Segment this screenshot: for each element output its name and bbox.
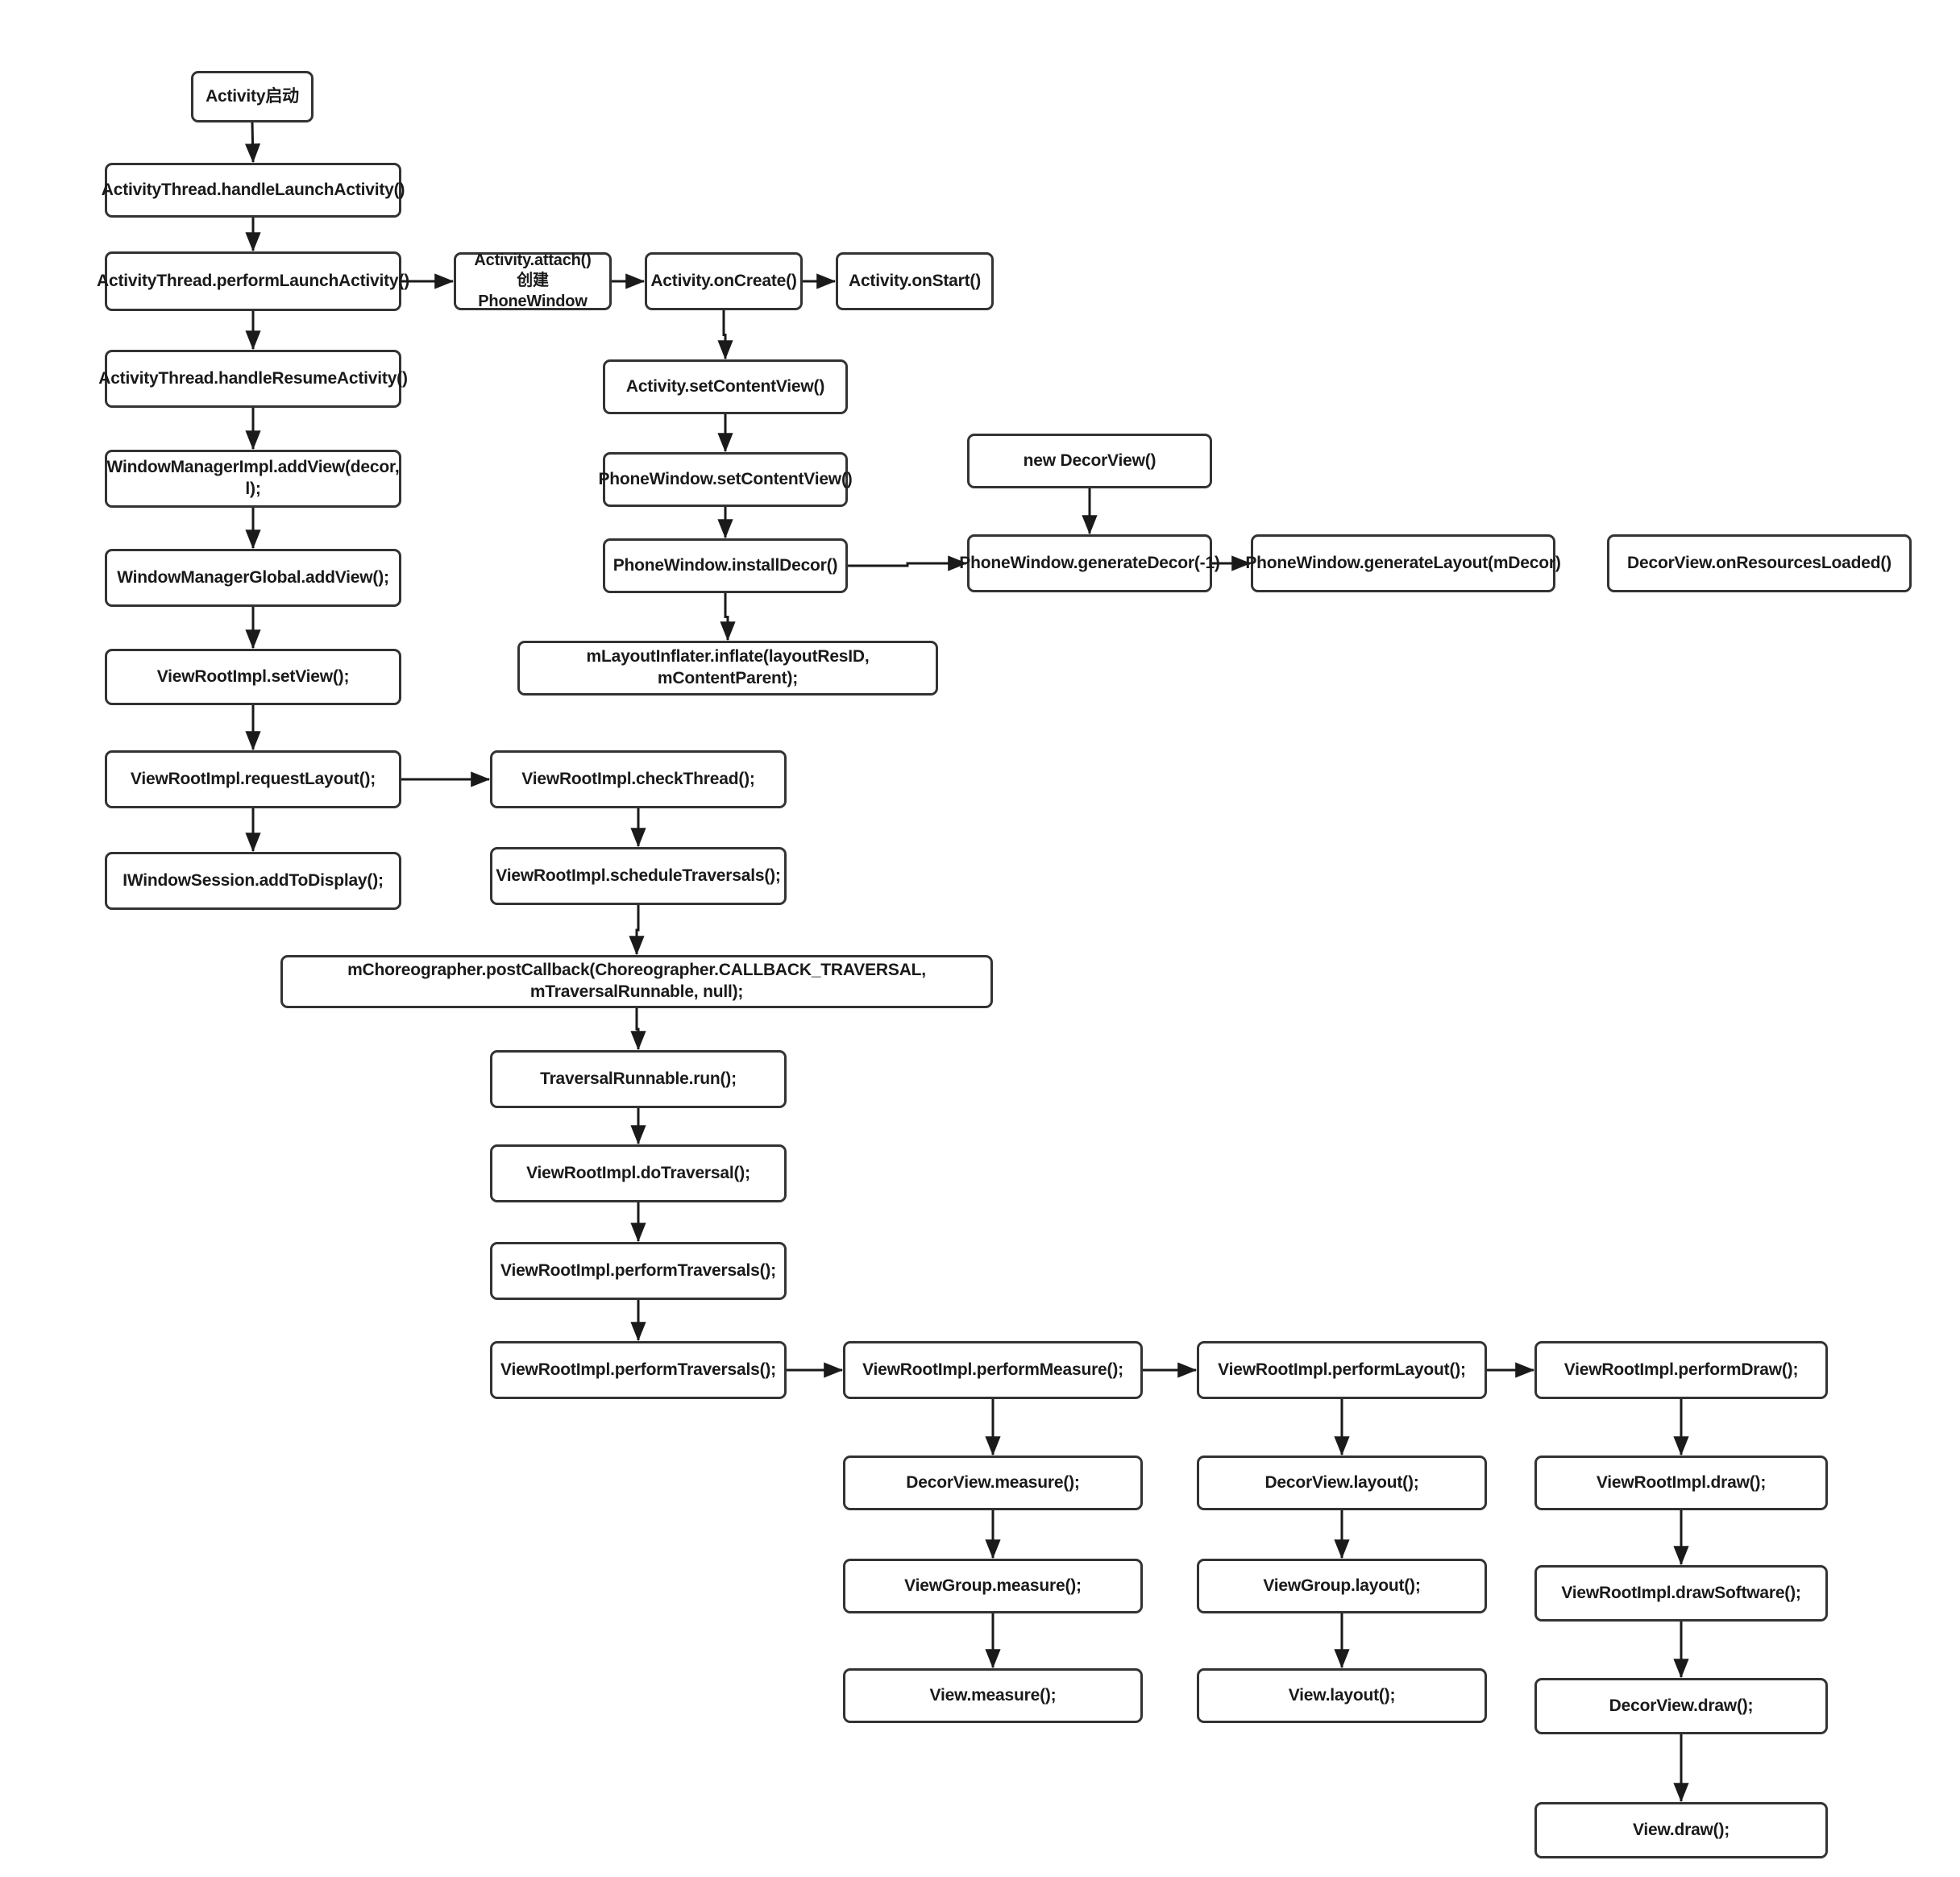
flow-node-n40: View.draw(); <box>1534 1802 1828 1858</box>
flow-node-n26: ViewRootImpl.performTraversals(); <box>490 1242 787 1300</box>
flow-node-n37: View.measure(); <box>843 1668 1143 1723</box>
flow-node-n25: ViewRootImpl.doTraversal(); <box>490 1144 787 1202</box>
flow-node-n04: Activity.attach() 创建PhoneWindow <box>454 251 612 310</box>
flow-node-n36: ViewRootImpl.drawSoftware(); <box>1534 1565 1828 1622</box>
flow-node-n09: WindowManagerImpl.addView(decor, l); <box>105 450 401 508</box>
flow-node-n10: PhoneWindow.setContentView() <box>598 452 853 507</box>
flow-arrow-n22-to-n23 <box>629 905 645 956</box>
flow-node-n32: DecorView.layout(); <box>1197 1456 1487 1510</box>
flow-node-n27: ViewRootImpl.performTraversals(); <box>490 1341 787 1399</box>
flow-node-n29: ViewRootImpl.performLayout(); <box>1197 1341 1487 1399</box>
flow-node-n08: Activity.setContentView() <box>603 359 848 414</box>
flow-node-n24: TraversalRunnable.run(); <box>490 1050 787 1108</box>
flow-node-n14: PhoneWindow.generateDecor(-1) <box>959 534 1220 592</box>
flow-node-n07: ActivityThread.handleResumeActivity() <box>98 350 408 408</box>
flow-node-n16: DecorView.onResourcesLoaded() <box>1607 534 1912 592</box>
flow-node-n31: DecorView.measure(); <box>843 1456 1143 1510</box>
flow-node-n19: ViewRootImpl.requestLayout(); <box>105 750 401 808</box>
flow-node-n21: IWindowSession.addToDisplay(); <box>105 852 401 910</box>
flow-node-n15: PhoneWindow.generateLayout(mDecor) <box>1245 534 1561 592</box>
flow-node-n02: ActivityThread.handleLaunchActivity() <box>102 163 405 218</box>
flow-node-n28: ViewRootImpl.performMeasure(); <box>843 1341 1143 1399</box>
flow-arrow-n01-to-n02 <box>244 122 261 164</box>
flow-node-n38: View.layout(); <box>1197 1668 1487 1723</box>
flow-node-n03: ActivityThread.performLaunchActivity() <box>97 251 409 311</box>
flow-node-n12: WindowManagerGlobal.addView(); <box>105 549 401 607</box>
flow-node-n01: Activity启动 <box>191 71 314 123</box>
flow-node-n11: new DecorView() <box>967 434 1212 488</box>
flow-node-n13: PhoneWindow.installDecor() <box>603 538 848 593</box>
flow-node-n06: Activity.onStart() <box>836 252 994 310</box>
flow-node-n33: ViewRootImpl.draw(); <box>1534 1456 1828 1510</box>
flow-node-n20: ViewRootImpl.checkThread(); <box>490 750 787 808</box>
flow-arrow-n05-to-n08 <box>717 310 733 360</box>
flow-node-n05: Activity.onCreate() <box>645 252 803 310</box>
flow-arrow-n23-to-n24 <box>630 1008 646 1051</box>
flow-arrow-n13-to-n14 <box>848 555 968 571</box>
flow-node-n34: ViewGroup.measure(); <box>843 1559 1143 1613</box>
flow-arrow-n13-to-n18 <box>720 593 736 642</box>
flow-node-n35: ViewGroup.layout(); <box>1197 1559 1487 1613</box>
flow-node-n17: ViewRootImpl.setView(); <box>105 649 401 705</box>
flow-node-n39: DecorView.draw(); <box>1534 1678 1828 1734</box>
flow-node-n30: ViewRootImpl.performDraw(); <box>1534 1341 1828 1399</box>
flow-node-n22: ViewRootImpl.scheduleTraversals(); <box>490 847 787 905</box>
flow-node-n23: mChoreographer.postCallback(Choreographe… <box>280 955 993 1008</box>
flow-node-n18: mLayoutInflater.inflate(layoutResID, mCo… <box>517 641 938 696</box>
